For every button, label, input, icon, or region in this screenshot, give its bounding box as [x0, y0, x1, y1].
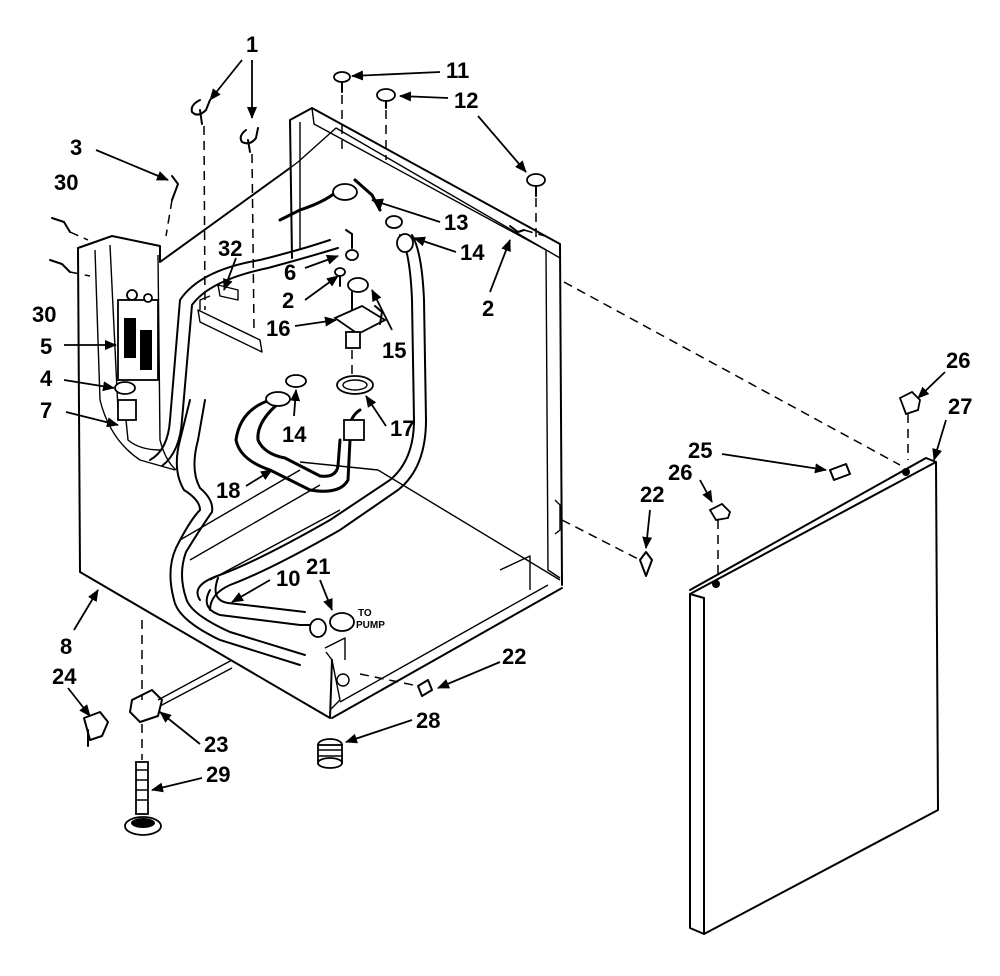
pump-note-line1: TO: [358, 608, 372, 619]
callout-11: 11: [446, 58, 469, 83]
callout-3: 3: [70, 135, 82, 160]
callout-2-right: 2: [482, 296, 494, 321]
callout-13: 13: [444, 210, 468, 235]
cabinet-body: [77, 107, 563, 719]
bracket-part-32: [217, 284, 239, 301]
callout-21: 21: [306, 554, 330, 579]
screw-part-3: [165, 175, 179, 237]
callout-22-right: 22: [640, 482, 664, 507]
callout-10: 10: [276, 566, 300, 591]
callout-28: 28: [416, 708, 440, 733]
callout-pointers: [63, 59, 947, 793]
callout-18: 18: [216, 478, 240, 503]
callout-16: 16: [266, 316, 290, 341]
callout-5: 5: [40, 334, 52, 359]
callout-17: 17: [390, 416, 414, 441]
callout-29: 29: [206, 762, 230, 787]
callout-24: 24: [52, 664, 77, 689]
callout-27: 27: [948, 394, 972, 419]
base-frame-rails: [179, 295, 341, 581]
callout-4: 4: [40, 366, 53, 391]
callout-26-bottom: 26: [668, 460, 692, 485]
callout-12: 12: [454, 88, 478, 113]
callout-labels: 1 11 12 3 30 30 13 14 32 6 2 2 16 15 5 4…: [32, 32, 972, 787]
callout-2-left: 2: [282, 288, 294, 313]
callout-15: 15: [382, 338, 406, 363]
callout-23: 23: [204, 732, 228, 757]
callout-6: 6: [284, 260, 296, 285]
front-panel-part-27: [689, 457, 939, 935]
screws-part-30: [49, 217, 91, 277]
callout-22-bottom: 22: [502, 644, 526, 669]
callout-32: 32: [218, 236, 242, 261]
mount-reference-lines: [561, 519, 641, 561]
callout-7: 7: [40, 398, 52, 423]
callout-25: 25: [688, 438, 712, 463]
callout-14-top: 14: [460, 240, 485, 265]
leveling-leg-assembly: [83, 620, 233, 836]
leveling-foot-part-28: [317, 738, 343, 769]
screw-part-2-right: [509, 225, 546, 237]
clamp-part-21: [309, 612, 355, 638]
top-fasteners: [333, 71, 546, 240]
callout-26-top: 26: [946, 348, 970, 373]
callout-30-bottom: 30: [32, 302, 56, 327]
water-valve-bracket: [94, 244, 177, 471]
clamp-part-14: [285, 183, 414, 388]
clips-part-22: [359, 551, 653, 697]
callout-14-bottom: 14: [282, 422, 307, 447]
callout-8: 8: [60, 634, 72, 659]
panel-clips-part-25-26: [563, 281, 921, 580]
pump-note-line2: PUMP: [356, 620, 385, 631]
pressure-switch-assembly: [333, 229, 387, 380]
clip-part-1: [190, 99, 259, 331]
hose-clamp-part-17: [336, 375, 374, 441]
callout-1: 1: [246, 32, 258, 57]
callout-30-top: 30: [54, 170, 78, 195]
